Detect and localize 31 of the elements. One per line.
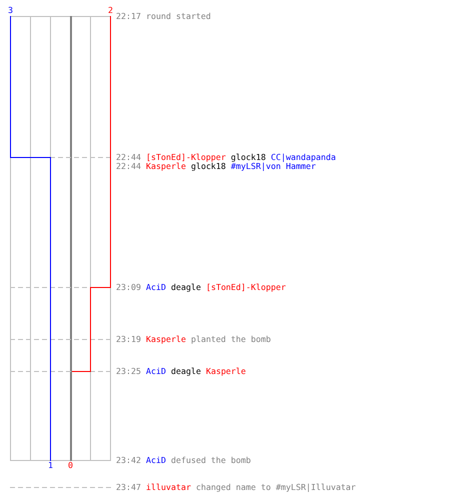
player-count: 3 xyxy=(8,6,13,14)
player-name: illuvatar xyxy=(146,483,191,492)
timestamp: 22:44 xyxy=(116,153,141,162)
weapon-name: deagle xyxy=(170,283,201,292)
timestamp: 23:19 xyxy=(116,335,141,344)
player-name: AciD xyxy=(146,367,166,376)
player-count: 1 xyxy=(48,460,53,470)
player-name: AciD xyxy=(146,456,166,465)
weapon-name: glock18 xyxy=(230,153,266,162)
player-name: AciD xyxy=(146,283,166,292)
timestamp: 23:25 xyxy=(116,367,141,376)
weapon-name: deagle xyxy=(170,367,201,376)
player-name: Kasperle xyxy=(146,335,186,344)
timestamp: 22:17 xyxy=(116,12,141,21)
player-name: [sTonEd]-Klopper xyxy=(206,283,286,292)
player-count: 2 xyxy=(108,6,113,14)
timestamp: 23:42 xyxy=(116,456,141,465)
event-text: defused the bomb xyxy=(170,456,251,465)
event-text: changed name to #myLSR|Illuvatar xyxy=(196,483,356,492)
event-text: round started xyxy=(146,12,211,21)
player-count: 0 xyxy=(68,460,73,470)
timestamp: 23:09 xyxy=(116,283,141,292)
timestamp: 23:47 xyxy=(116,483,141,492)
player-name: Kasperle xyxy=(146,162,186,171)
timestamp: 22:44 xyxy=(116,162,141,171)
player-name: #myLSR|von Hammer xyxy=(230,162,316,171)
player-name: CC|wandapanda xyxy=(270,153,336,162)
event-text: planted the bomb xyxy=(190,335,271,344)
player-name: [sTonEd]-Klopper xyxy=(146,153,226,162)
player-name: Kasperle xyxy=(206,367,246,376)
weapon-name: glock18 xyxy=(190,162,226,171)
